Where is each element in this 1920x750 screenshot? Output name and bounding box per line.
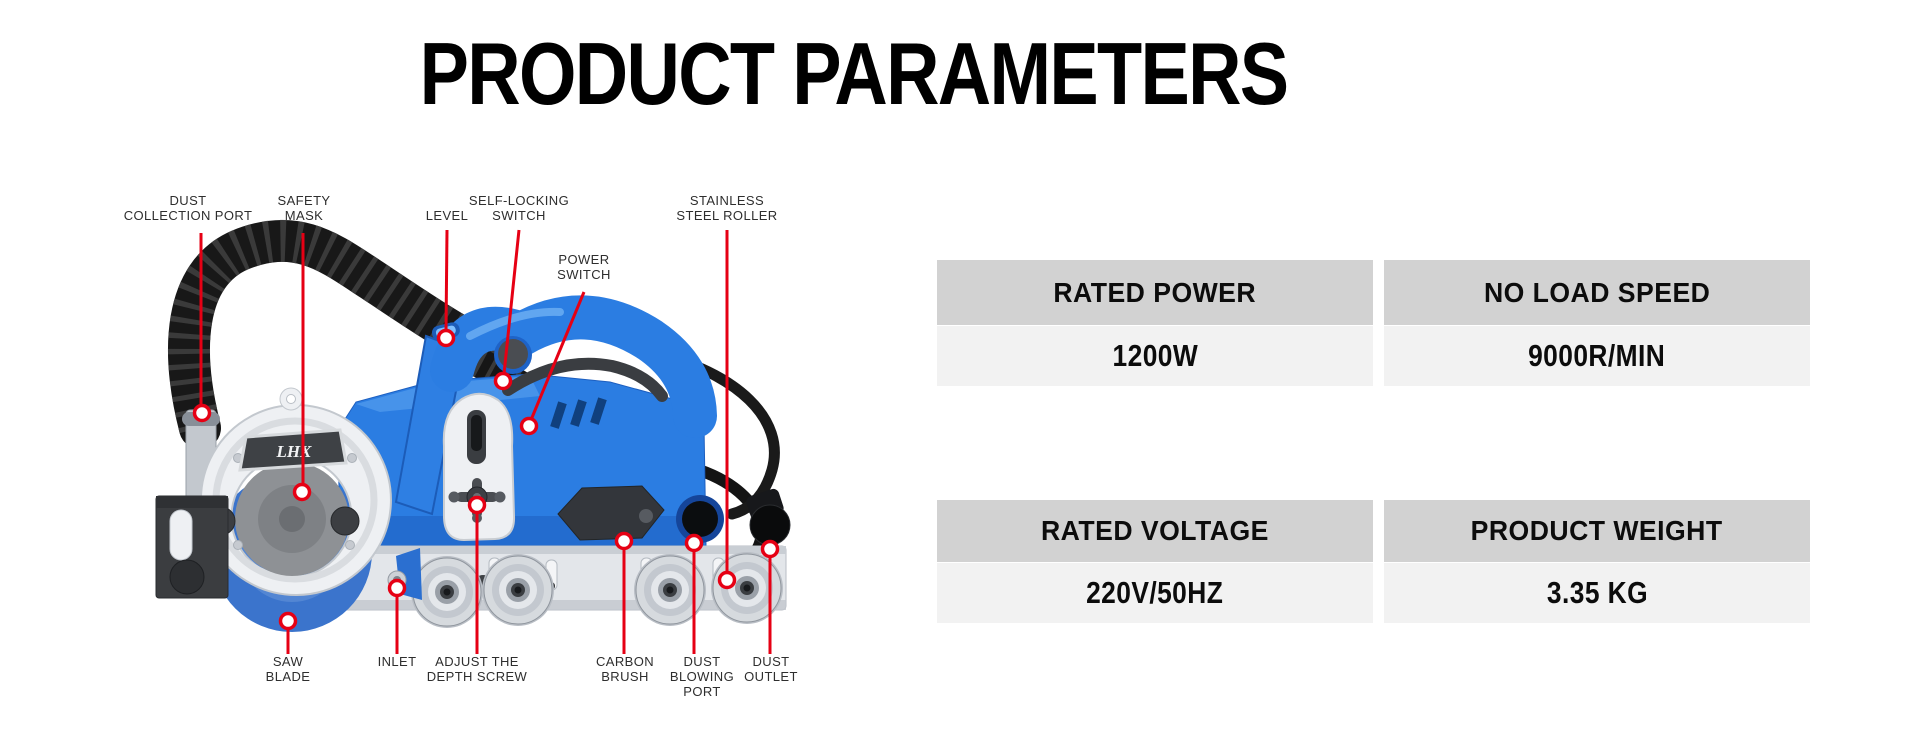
ring-stainless-steel-roller [717, 570, 737, 590]
spec-header-rated-power: RATED POWER [937, 260, 1373, 325]
spec-value-no-load-speed: 9000R/MIN [1384, 326, 1810, 386]
ring-inlet [387, 578, 407, 598]
spec-value-rated-power: 1200W [937, 326, 1373, 386]
label-power-switch: POWER SWITCH [557, 252, 611, 282]
spec-header-no-load-speed: NO LOAD SPEED [1384, 260, 1810, 325]
ring-safety-mask [292, 482, 312, 502]
label-carbon-brush: CARBON BRUSH [595, 654, 655, 684]
line-power-switch [529, 291, 586, 421]
blade-housing: LHX [199, 387, 392, 596]
line-level [444, 229, 449, 332]
spec-value-rated-voltage: 220V/50HZ [937, 563, 1373, 623]
label-adjust-depth-screw: ADJUST THE DEPTH SCREW [426, 654, 528, 684]
label-inlet: INLET [377, 654, 417, 669]
spec-header-rated-voltage: RATED VOLTAGE [937, 500, 1373, 562]
dust-blowing-port-hole [676, 495, 724, 543]
page-title-wrap: PRODUCT PARAMETERS [337, 30, 1289, 118]
spec-value-product-weight: 3.35 KG [1384, 563, 1810, 623]
label-stainless-steel-roller: STAINLESS STEEL ROLLER [676, 193, 778, 223]
carbon-brush-cover [557, 485, 665, 541]
line-self-locking-switch [502, 229, 521, 375]
self-locking-button [498, 339, 528, 369]
ring-adjust-depth-screw [467, 495, 487, 515]
label-safety-mask: SAFETY MASK [277, 193, 331, 223]
label-dust-collection-port: DUST COLLECTION PORT [123, 193, 253, 223]
label-self-locking-switch: SELF-LOCKING SWITCH [468, 193, 570, 223]
brand-badge-text: LHX [276, 442, 313, 461]
ring-self-locking-switch [493, 371, 513, 391]
label-level: LEVEL [425, 208, 469, 223]
page-title: PRODUCT PARAMETERS [419, 24, 1289, 123]
ring-power-switch [519, 416, 539, 436]
label-saw-blade: SAW BLADE [265, 654, 311, 684]
brand-badge [238, 428, 348, 472]
callout-lines [199, 229, 772, 654]
callout-rings [192, 328, 780, 631]
vents [550, 397, 607, 429]
mount-bracket [155, 495, 229, 599]
spec-header-product-weight: PRODUCT WEIGHT [1384, 500, 1810, 562]
ring-saw-blade [278, 611, 298, 631]
ring-level [436, 328, 456, 348]
stainless-steel-rollers [411, 552, 783, 628]
ring-dust-collection-port [192, 403, 212, 423]
ring-carbon-brush [614, 531, 634, 551]
ring-dust-blowing-port [684, 533, 704, 553]
depth-adjust-plate [442, 392, 516, 542]
label-dust-blowing-port: DUST BLOWING PORT [669, 654, 735, 699]
dust-outlet-part [746, 488, 791, 546]
label-dust-outlet: DUST OUTLET [744, 654, 798, 684]
ring-dust-outlet [760, 539, 780, 559]
